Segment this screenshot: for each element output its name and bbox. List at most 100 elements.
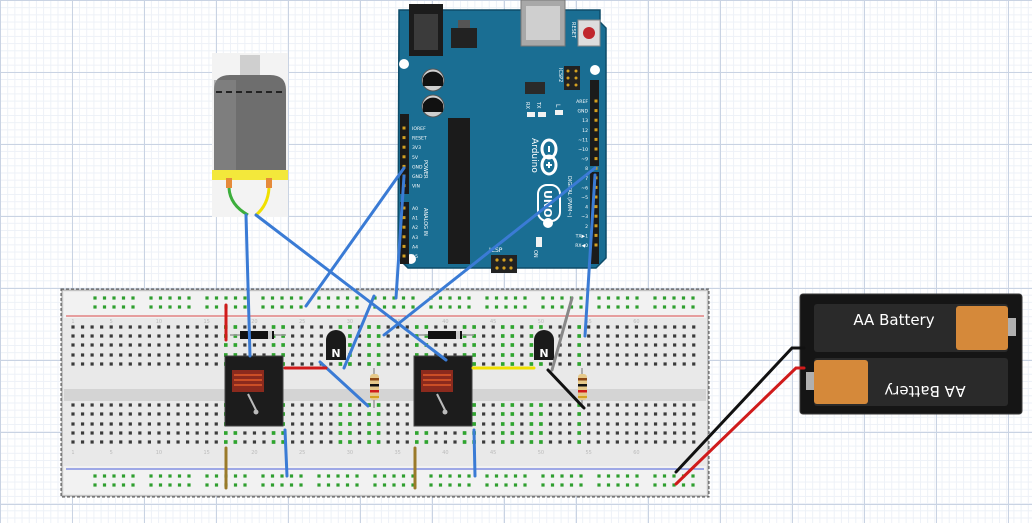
breadboard-hole[interactable] bbox=[663, 353, 667, 357]
breadboard-hole[interactable] bbox=[100, 412, 104, 416]
breadboard-hole[interactable] bbox=[513, 474, 518, 478]
breadboard-hole[interactable] bbox=[176, 440, 180, 444]
breadboard-hole[interactable] bbox=[373, 483, 377, 487]
breadboard-hole[interactable] bbox=[291, 431, 295, 435]
breadboard-hole[interactable] bbox=[635, 305, 639, 309]
breadboard-hole[interactable] bbox=[634, 353, 639, 357]
breadboard-hole[interactable] bbox=[491, 431, 495, 435]
breadboard-hole[interactable] bbox=[195, 431, 199, 435]
breadboard-hole[interactable] bbox=[596, 412, 600, 416]
breadboard-hole[interactable] bbox=[405, 362, 409, 366]
breadboard-hole[interactable] bbox=[138, 353, 142, 357]
breadboard-hole[interactable] bbox=[176, 403, 180, 407]
breadboard-hole[interactable] bbox=[520, 403, 524, 407]
breadboard-hole[interactable] bbox=[186, 422, 190, 426]
breadboard-hole[interactable] bbox=[345, 483, 350, 487]
breadboard-hole[interactable] bbox=[214, 353, 218, 357]
breadboard-hole[interactable] bbox=[550, 474, 555, 478]
breadboard-hole[interactable] bbox=[396, 440, 400, 444]
breadboard-hole[interactable] bbox=[90, 440, 94, 444]
breadboard-hole[interactable] bbox=[214, 431, 218, 435]
breadboard-hole[interactable] bbox=[291, 422, 295, 426]
breadboard-hole[interactable] bbox=[157, 325, 161, 329]
breadboard-hole[interactable] bbox=[596, 403, 600, 407]
breadboard-hole[interactable] bbox=[280, 474, 284, 478]
breadboard-hole[interactable] bbox=[177, 305, 182, 309]
breadboard-hole[interactable] bbox=[467, 296, 471, 300]
breadboard-hole[interactable] bbox=[616, 483, 620, 487]
breadboard-hole[interactable] bbox=[491, 403, 495, 407]
breadboard-hole[interactable] bbox=[186, 403, 190, 407]
breadboard-hole[interactable] bbox=[625, 474, 630, 478]
breadboard-hole[interactable] bbox=[597, 483, 601, 487]
breadboard-hole[interactable] bbox=[147, 412, 151, 416]
breadboard-hole[interactable] bbox=[634, 440, 639, 444]
wire-gray-transistor2[interactable] bbox=[550, 296, 574, 372]
breadboard-hole[interactable] bbox=[300, 431, 304, 435]
breadboard-hole[interactable] bbox=[345, 474, 350, 478]
breadboard-hole[interactable] bbox=[71, 343, 75, 347]
breadboard-hole[interactable] bbox=[90, 431, 94, 435]
breadboard-hole[interactable] bbox=[280, 483, 284, 487]
breadboard-hole[interactable] bbox=[634, 422, 639, 426]
breadboard-hole[interactable] bbox=[597, 474, 601, 478]
breadboard-hole[interactable] bbox=[606, 325, 610, 329]
wire-5v-to-rail[interactable] bbox=[304, 166, 406, 308]
breadboard-hole[interactable] bbox=[494, 474, 499, 478]
breadboard-hole[interactable] bbox=[568, 343, 572, 347]
power-pin[interactable] bbox=[402, 164, 406, 168]
breadboard-hole[interactable] bbox=[568, 353, 572, 357]
breadboard-hole[interactable] bbox=[682, 334, 686, 338]
breadboard-hole[interactable] bbox=[205, 483, 209, 487]
breadboard-hole[interactable] bbox=[355, 296, 359, 300]
breadboard-hole[interactable] bbox=[186, 343, 190, 347]
breadboard-hole[interactable] bbox=[520, 353, 524, 357]
breadboard-hole[interactable] bbox=[663, 343, 667, 347]
breadboard-hole[interactable] bbox=[606, 412, 610, 416]
breadboard-hole[interactable] bbox=[205, 474, 209, 478]
breadboard-hole[interactable] bbox=[128, 325, 132, 329]
breadboard-hole[interactable] bbox=[568, 422, 572, 426]
breadboard-hole[interactable] bbox=[606, 362, 610, 366]
breadboard-hole[interactable] bbox=[102, 483, 107, 487]
breadboard-hole[interactable] bbox=[291, 334, 295, 338]
breadboard-hole[interactable] bbox=[396, 422, 400, 426]
breadboard-hole[interactable] bbox=[491, 440, 495, 444]
breadboard-hole[interactable] bbox=[147, 440, 151, 444]
breadboard-hole[interactable] bbox=[548, 422, 553, 426]
breadboard-hole[interactable] bbox=[80, 334, 85, 338]
breadboard-hole[interactable] bbox=[568, 412, 572, 416]
breadboard-hole[interactable] bbox=[261, 296, 265, 300]
breadboard-hole[interactable] bbox=[691, 305, 695, 309]
breadboard-hole[interactable] bbox=[270, 474, 275, 478]
breadboard-hole[interactable] bbox=[673, 325, 677, 329]
breadboard-hole[interactable] bbox=[504, 305, 508, 309]
breadboard-hole[interactable] bbox=[615, 403, 619, 407]
wire-motor-to-relay2[interactable] bbox=[254, 213, 448, 362]
breadboard-hole[interactable] bbox=[147, 343, 151, 347]
breadboard-hole[interactable] bbox=[482, 334, 486, 338]
breadboard-hole[interactable] bbox=[443, 440, 448, 444]
breadboard-hole[interactable] bbox=[672, 483, 676, 487]
breadboard-hole[interactable] bbox=[119, 362, 123, 366]
breadboard-hole[interactable] bbox=[119, 353, 123, 357]
breadboard-hole[interactable] bbox=[682, 440, 686, 444]
breadboard-hole[interactable] bbox=[102, 474, 107, 478]
breadboard-hole[interactable] bbox=[329, 431, 333, 435]
wire-jumper-a[interactable] bbox=[342, 294, 376, 370]
breadboard-hole[interactable] bbox=[71, 353, 75, 357]
breadboard-hole[interactable] bbox=[673, 334, 677, 338]
breadboard-hole[interactable] bbox=[186, 440, 190, 444]
breadboard-hole[interactable] bbox=[386, 422, 390, 426]
breadboard-hole[interactable] bbox=[405, 440, 409, 444]
breadboard-hole[interactable] bbox=[214, 403, 218, 407]
breadboard-hole[interactable] bbox=[587, 431, 591, 435]
breadboard-hole[interactable] bbox=[319, 343, 323, 347]
breadboard-hole[interactable] bbox=[291, 440, 295, 444]
breadboard-hole[interactable] bbox=[558, 422, 562, 426]
analog-pin[interactable] bbox=[402, 206, 406, 210]
breadboard-hole[interactable] bbox=[262, 353, 266, 357]
breadboard-hole[interactable] bbox=[177, 296, 182, 300]
breadboard-hole[interactable] bbox=[176, 431, 180, 435]
relay-1[interactable] bbox=[224, 355, 284, 427]
